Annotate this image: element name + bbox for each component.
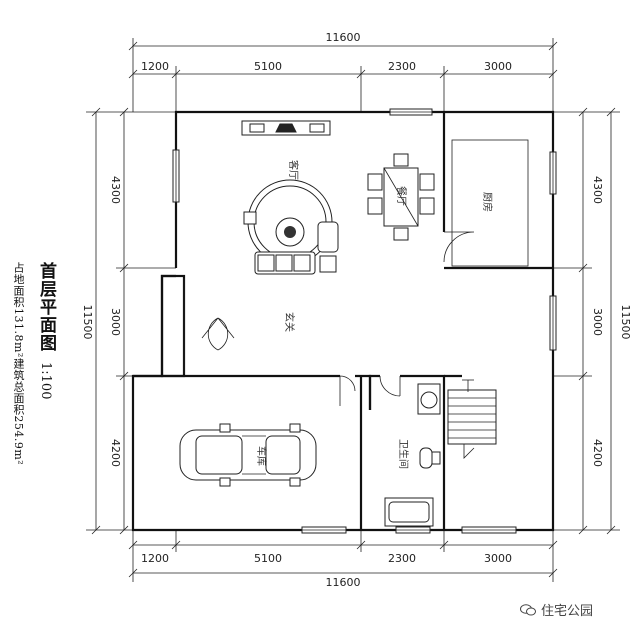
- bottom-dimensions: 1200 5100 2300 3000 11600: [128, 530, 558, 589]
- right-dimensions: 4300 3000 4200 11500: [553, 107, 632, 535]
- room-label-garage: 车库: [255, 446, 268, 466]
- top-dimension-3: 2300: [388, 60, 416, 73]
- top-dimension-4: 3000: [484, 60, 512, 73]
- bathroom-fixtures: [384, 383, 441, 527]
- top-dimension-2: 5100: [254, 60, 282, 73]
- room-label-living-room: 客厅: [287, 160, 300, 180]
- sofa-set: [243, 179, 339, 275]
- doors: [201, 231, 475, 406]
- dining-table: [367, 153, 435, 241]
- bottom-dimension-3: 2300: [388, 552, 416, 565]
- right-total-dimension: 11500: [619, 305, 632, 340]
- bottom-total-dimension: 11600: [326, 576, 361, 589]
- right-dimension-3: 4200: [591, 439, 604, 467]
- watermark: 住宅公园: [520, 600, 593, 619]
- left-total-dimension: 11500: [81, 305, 94, 340]
- bottom-dimension-2: 5100: [254, 552, 282, 565]
- room-label-kitchen: 厨房: [481, 192, 494, 212]
- left-dimension-1: 4300: [109, 176, 122, 204]
- left-dimension-3: 4200: [109, 439, 122, 467]
- windows: [132, 108, 557, 534]
- top-dimensions: 11600 1200 5100 2300 3000: [128, 31, 558, 112]
- car: [179, 423, 317, 487]
- top-total-dimension: 11600: [326, 31, 361, 44]
- right-dimension-1: 4300: [591, 176, 604, 204]
- wechat-icon: [520, 603, 536, 615]
- plan-title: 首层平面图: [36, 262, 56, 352]
- left-dimensions: 4300 3000 4200 11500: [81, 107, 176, 535]
- room-label-dining-room: 餐厅: [395, 186, 408, 206]
- watermark-text: 住宅公园: [541, 604, 594, 619]
- plan-scale: 1:100: [38, 362, 53, 400]
- area-note: 占地面积131.8m²建筑总面积254.9m²: [12, 262, 25, 466]
- right-dimension-2: 3000: [591, 308, 604, 336]
- room-label-foyer: 玄关: [283, 312, 296, 332]
- left-dimension-2: 3000: [109, 308, 122, 336]
- top-dimension-1: 1200: [141, 60, 169, 73]
- bottom-dimension-1: 1200: [141, 552, 169, 565]
- bottom-dimension-4: 3000: [484, 552, 512, 565]
- staircase: [447, 379, 497, 459]
- room-label-bathroom: 卫生间: [397, 439, 410, 469]
- tv-cabinet: [241, 120, 331, 136]
